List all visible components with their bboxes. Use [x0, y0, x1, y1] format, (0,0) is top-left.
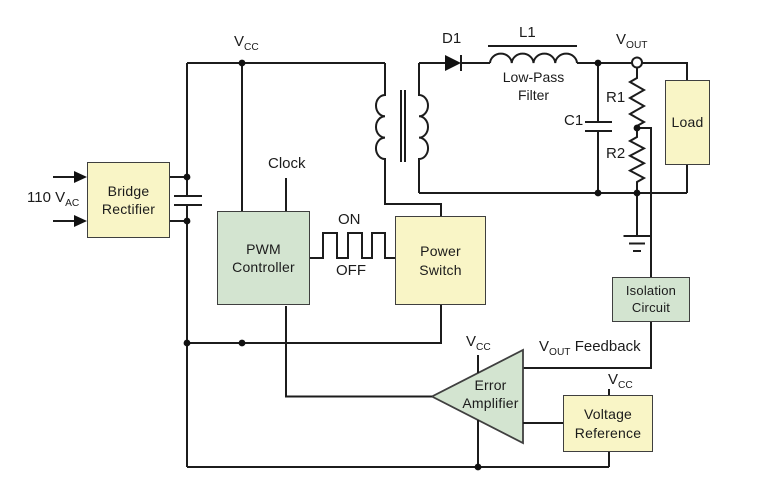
input-voltage-label: 110 VAC: [27, 189, 80, 209]
on-label: ON: [338, 211, 361, 228]
error-amplifier-line1: Error: [474, 377, 507, 393]
c1-label: C1: [564, 112, 584, 129]
transformer-core: [400, 90, 406, 162]
error-amplifier-label: Error Amplifier: [443, 376, 538, 413]
l1-label: L1: [519, 24, 536, 41]
voltage-reference-line1: Voltage: [583, 406, 633, 423]
transformer-primary: [375, 63, 442, 216]
transformer: [375, 63, 442, 216]
input-arrow-bottom: [53, 215, 87, 227]
wire-vout-to-load: [642, 62, 688, 80]
resistor-r1: [627, 67, 647, 128]
wire-isolation-to-amp: [523, 322, 652, 369]
input-arrow-top: [53, 171, 87, 183]
error-amplifier-triangle: [430, 348, 524, 445]
d1-label: D1: [442, 30, 462, 47]
inductor-l1: [488, 45, 578, 64]
voltage-reference-block: Voltage Reference: [563, 395, 653, 452]
isolation-circuit-line1: Isolation: [625, 282, 677, 298]
clock-label: Clock: [268, 155, 306, 172]
wire-amp-output-to-pwm: [285, 306, 432, 398]
junction-dots: [183, 59, 641, 471]
isolation-circuit-line2: Circuit: [631, 299, 671, 315]
power-switch-line2: Switch: [419, 261, 462, 278]
pwm-controller-line1: PWM: [246, 240, 281, 257]
bridge-rectifier-line1: Bridge: [107, 182, 150, 199]
ground-symbol: [623, 193, 651, 252]
resistor-r2: [627, 128, 647, 193]
power-switch-block: Power Switch: [395, 216, 486, 305]
load-block: Load: [665, 80, 710, 165]
capacitor-c1: [585, 63, 612, 193]
bridge-rectifier-block: Bridge Rectifier: [87, 162, 170, 238]
vout-feedback-label: VOUT Feedback: [539, 338, 641, 358]
vcc-voltage-ref-label: VCC: [608, 371, 633, 391]
wire-switch-return: [187, 305, 442, 344]
r2-label: R2: [606, 145, 626, 162]
pwm-waveform: [310, 232, 395, 259]
voltage-reference-line2: Reference: [574, 424, 642, 441]
wire-feedback-tap: [637, 127, 652, 277]
diode-d1: [445, 55, 490, 71]
vcc-top-label: VCC: [234, 33, 259, 53]
off-label: OFF: [336, 262, 366, 279]
load-line1: Load: [671, 114, 704, 131]
vout-label: VOUT: [616, 31, 648, 51]
filter-capacitor: [174, 195, 202, 206]
vcc-error-amp-label: VCC: [466, 333, 491, 353]
error-amplifier-line2: Amplifier: [462, 395, 519, 412]
isolation-circuit-block: Isolation Circuit: [612, 277, 690, 322]
pwm-controller-line2: Controller: [232, 259, 295, 275]
pwm-controller-block: PWM Controller: [217, 211, 310, 305]
low-pass-filter-label: Low-Pass Filter: [502, 69, 565, 103]
vout-node: [631, 56, 643, 69]
power-switch-line1: Power: [420, 243, 461, 260]
bridge-rectifier-line2: Rectifier: [101, 201, 156, 217]
r1-label: R1: [606, 89, 626, 106]
transformer-secondary: [418, 63, 429, 193]
